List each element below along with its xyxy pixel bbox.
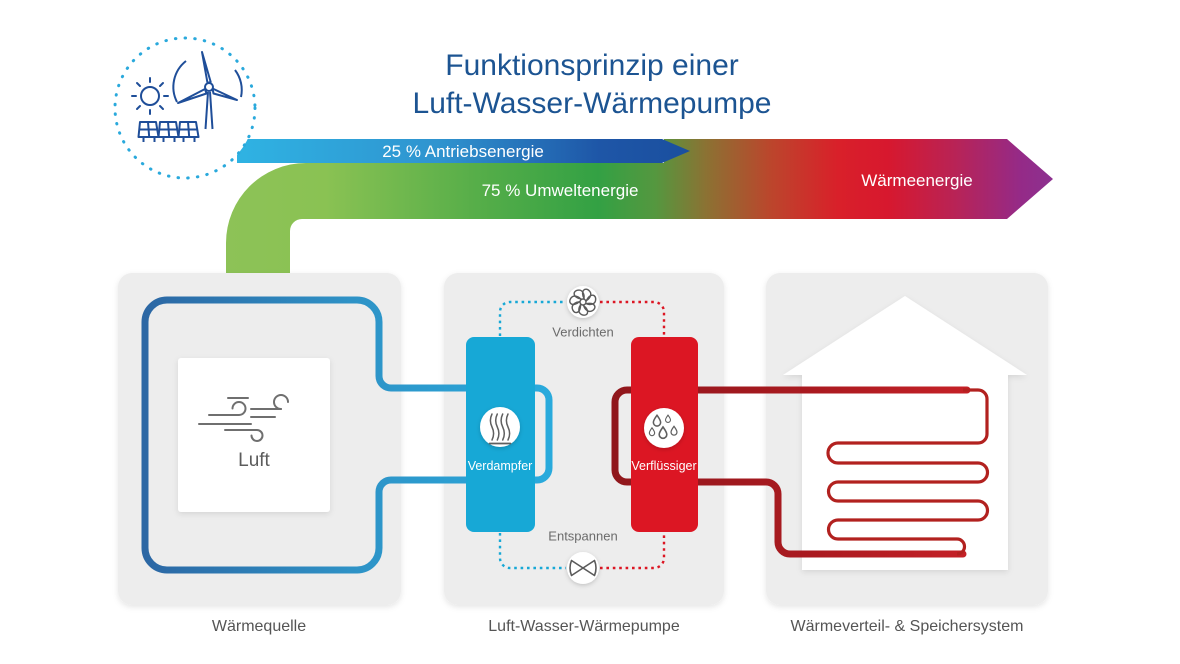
drive-energy-arrow	[237, 139, 690, 163]
heat-energy-label: Wärmeenergie	[861, 171, 973, 191]
evaporator-badge	[480, 407, 520, 447]
energy-bands	[226, 139, 1053, 273]
expand-label: Entspannen	[548, 528, 618, 544]
loop-bottom-cyan	[498, 533, 566, 570]
renewables-badge	[113, 36, 257, 180]
ambient-energy-label: 75 % Umweltenergie	[481, 181, 639, 201]
condenser-label: Verflüssiger	[631, 458, 697, 473]
valve-icon	[569, 559, 597, 577]
dotted-circle	[113, 36, 257, 180]
refrigerant-loop	[498, 300, 666, 570]
house-shape	[783, 296, 1027, 570]
fan-icon	[569, 288, 597, 316]
loop-top-cyan	[498, 300, 566, 336]
air-label: Luft	[238, 450, 270, 472]
air-pipe-circuit	[141, 296, 553, 574]
page-title-line2: Luft-Wasser-Wärmepumpe	[412, 86, 772, 120]
expansion-valve-badge	[567, 552, 599, 584]
air-card	[178, 358, 330, 512]
compressor-badge	[567, 286, 599, 318]
heat-energy-band	[226, 139, 1053, 273]
condenser-badge	[644, 408, 684, 448]
source-caption: Wärmequelle	[211, 617, 307, 635]
heating-coil	[826, 388, 990, 556]
evaporator-label: Verdampfer	[467, 458, 533, 473]
pump-caption: Luft-Wasser-Wärmepumpe	[488, 617, 680, 635]
page-title: Funktionsprinzip einer	[445, 48, 739, 82]
drive-energy-label: 25 % Antriebsenergie	[382, 142, 544, 162]
solar-panel-icon	[137, 121, 200, 142]
distribution-caption: Wärmeverteil- & Speichersystem	[790, 617, 1024, 635]
wind-turbine-icon	[172, 51, 243, 130]
house-roof	[783, 296, 1027, 375]
compress-label: Verdichten	[552, 324, 614, 340]
sun-icon	[131, 77, 169, 115]
wind-icon	[198, 394, 289, 442]
steam-icon	[488, 413, 512, 445]
